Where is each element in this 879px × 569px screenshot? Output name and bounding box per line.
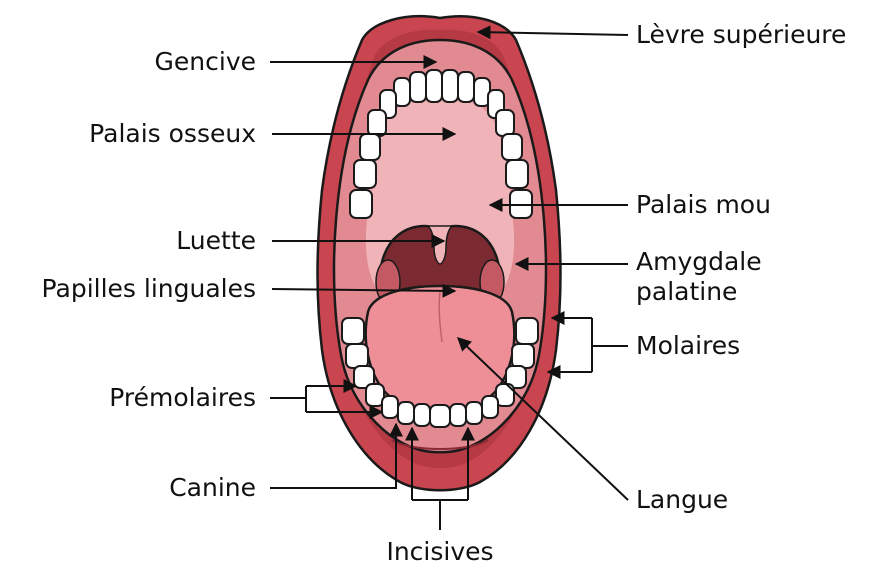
label-premolaires: Prémolaires: [109, 383, 256, 412]
label-levre-superieure: Lèvre supérieure: [636, 20, 846, 49]
label-amygdale-palatine-line1: Amygdale: [636, 247, 762, 276]
label-palais-mou: Palais mou: [636, 190, 771, 219]
label-canine: Canine: [169, 473, 256, 502]
label-palais-osseux: Palais osseux: [89, 119, 256, 148]
label-molaires: Molaires: [636, 331, 740, 360]
label-gencive: Gencive: [155, 47, 256, 76]
label-papilles-linguales: Papilles linguales: [42, 274, 256, 303]
label-luette: Luette: [176, 226, 256, 255]
label-amygdale-palatine-line2: palatine: [636, 277, 737, 306]
label-incisives: Incisives: [386, 537, 493, 566]
mouth-illustration: [318, 16, 561, 490]
label-langue: Langue: [636, 485, 728, 514]
